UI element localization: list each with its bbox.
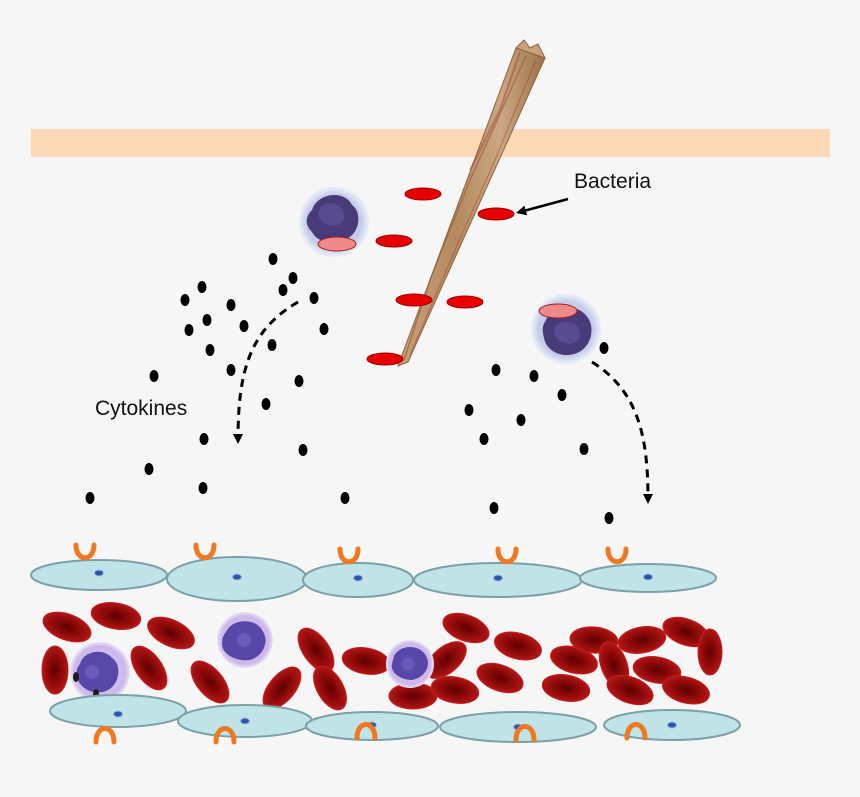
- bacteria-group: [366, 187, 515, 366]
- receptor-icon: [513, 724, 537, 743]
- receptor-icon: [495, 546, 519, 565]
- red-blood-cell-icon: [313, 665, 347, 711]
- wooden-splinter-icon: [397, 39, 546, 367]
- red-blood-cell-icon: [430, 676, 480, 704]
- receptor-icon: [93, 726, 117, 745]
- upper-receptors: [73, 542, 629, 565]
- receptor-icon: [624, 722, 648, 741]
- bacterium: [375, 234, 413, 248]
- red-blood-cells: [41, 601, 723, 711]
- cytokine-dots: [85, 253, 614, 524]
- red-blood-cell-icon: [147, 616, 195, 650]
- red-blood-cell-icon: [341, 647, 391, 675]
- neutrophil-cell-icon: [217, 612, 273, 668]
- bacterium: [404, 187, 442, 201]
- receptor-icon: [354, 722, 378, 741]
- cytokine-diffusion-arrow: [591, 360, 653, 504]
- red-blood-cell-icon: [662, 675, 710, 705]
- skin-layer: [31, 129, 830, 157]
- lower-receptors: [93, 722, 648, 745]
- endothelial-cell-icon: [302, 562, 414, 598]
- endothelial-cell-icon: [166, 556, 308, 602]
- red-blood-cell-icon: [90, 601, 142, 631]
- endothelial-cell-icon: [177, 704, 313, 738]
- receptor-icon: [73, 542, 97, 561]
- red-blood-cell-icon: [617, 626, 667, 654]
- red-blood-cell-icon: [606, 674, 654, 706]
- red-blood-cell-icon: [442, 612, 490, 644]
- neutrophil-cell-icon: [531, 294, 601, 364]
- red-blood-cell-icon: [41, 645, 69, 695]
- endothelial-cell-icon: [579, 563, 717, 593]
- endothelial-cell-icon: [49, 694, 187, 728]
- bacteria-label: Bacteria: [574, 170, 651, 193]
- endothelial-cell-icon: [603, 709, 741, 741]
- upper-endothelium: [30, 556, 717, 602]
- bacterium: [395, 293, 433, 307]
- red-blood-cell-icon: [697, 628, 723, 676]
- cytokine-diffusion-arrow: [233, 300, 299, 444]
- receptor-icon: [193, 542, 217, 561]
- neutrophil-cell-icon: [299, 187, 369, 257]
- red-blood-cell-icon: [494, 631, 542, 661]
- bacterium: [477, 207, 515, 221]
- red-blood-cell-icon: [632, 656, 682, 684]
- bacterium: [366, 352, 404, 366]
- neutrophil-cell-icon: [70, 642, 130, 702]
- red-blood-cell-icon: [541, 674, 591, 702]
- neutrophil-cell-icon: [386, 640, 434, 688]
- red-blood-cell-icon: [190, 660, 230, 704]
- bacterium: [446, 295, 484, 309]
- endothelial-cell-icon: [30, 559, 168, 591]
- red-blood-cell-icon: [476, 662, 524, 694]
- red-blood-cell-icon: [42, 611, 92, 643]
- receptor-icon: [337, 546, 361, 565]
- receptor-icon: [605, 546, 629, 565]
- receptor-icon: [213, 726, 237, 745]
- cytokines-label: Cytokines: [95, 397, 187, 420]
- red-blood-cell-icon: [130, 645, 168, 691]
- endothelial-cell-icon: [413, 562, 583, 598]
- blood-neutrophils: [70, 612, 434, 702]
- bacteria-pointer-arrow: [516, 197, 569, 216]
